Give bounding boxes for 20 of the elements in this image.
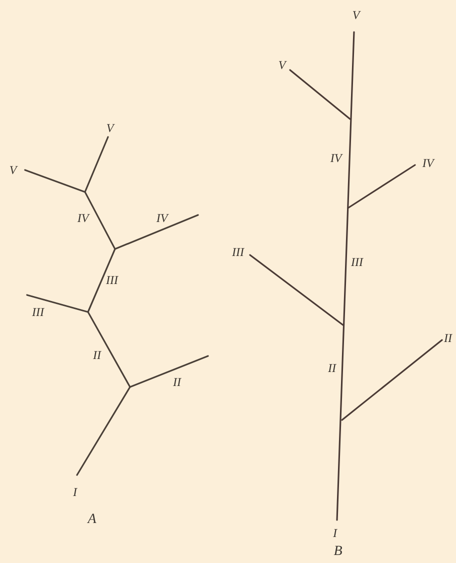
figure-letter: B <box>334 546 342 558</box>
roman-numeral-label: IV <box>156 212 168 224</box>
roman-numeral-label: II <box>328 362 336 374</box>
roman-numeral-label: V <box>106 122 114 134</box>
roman-numeral-label: III <box>232 246 244 258</box>
roman-numeral-label: V <box>352 9 360 21</box>
roman-numeral-label: IV <box>77 212 89 224</box>
roman-numeral-label: V <box>9 164 17 176</box>
roman-numeral-label: III <box>106 274 118 286</box>
roman-numeral-label: III <box>32 306 44 318</box>
figure-letter: A <box>88 514 96 526</box>
roman-numeral-label: IV <box>330 152 342 164</box>
roman-numeral-label: II <box>444 332 452 344</box>
roman-numeral-label: I <box>333 527 337 539</box>
roman-numeral-label: V <box>278 59 286 71</box>
roman-numeral-label: II <box>93 349 101 361</box>
roman-numeral-label: II <box>173 376 181 388</box>
roman-numeral-label: III <box>351 256 363 268</box>
roman-numeral-label: IV <box>422 157 434 169</box>
roman-numeral-label: I <box>73 486 77 498</box>
